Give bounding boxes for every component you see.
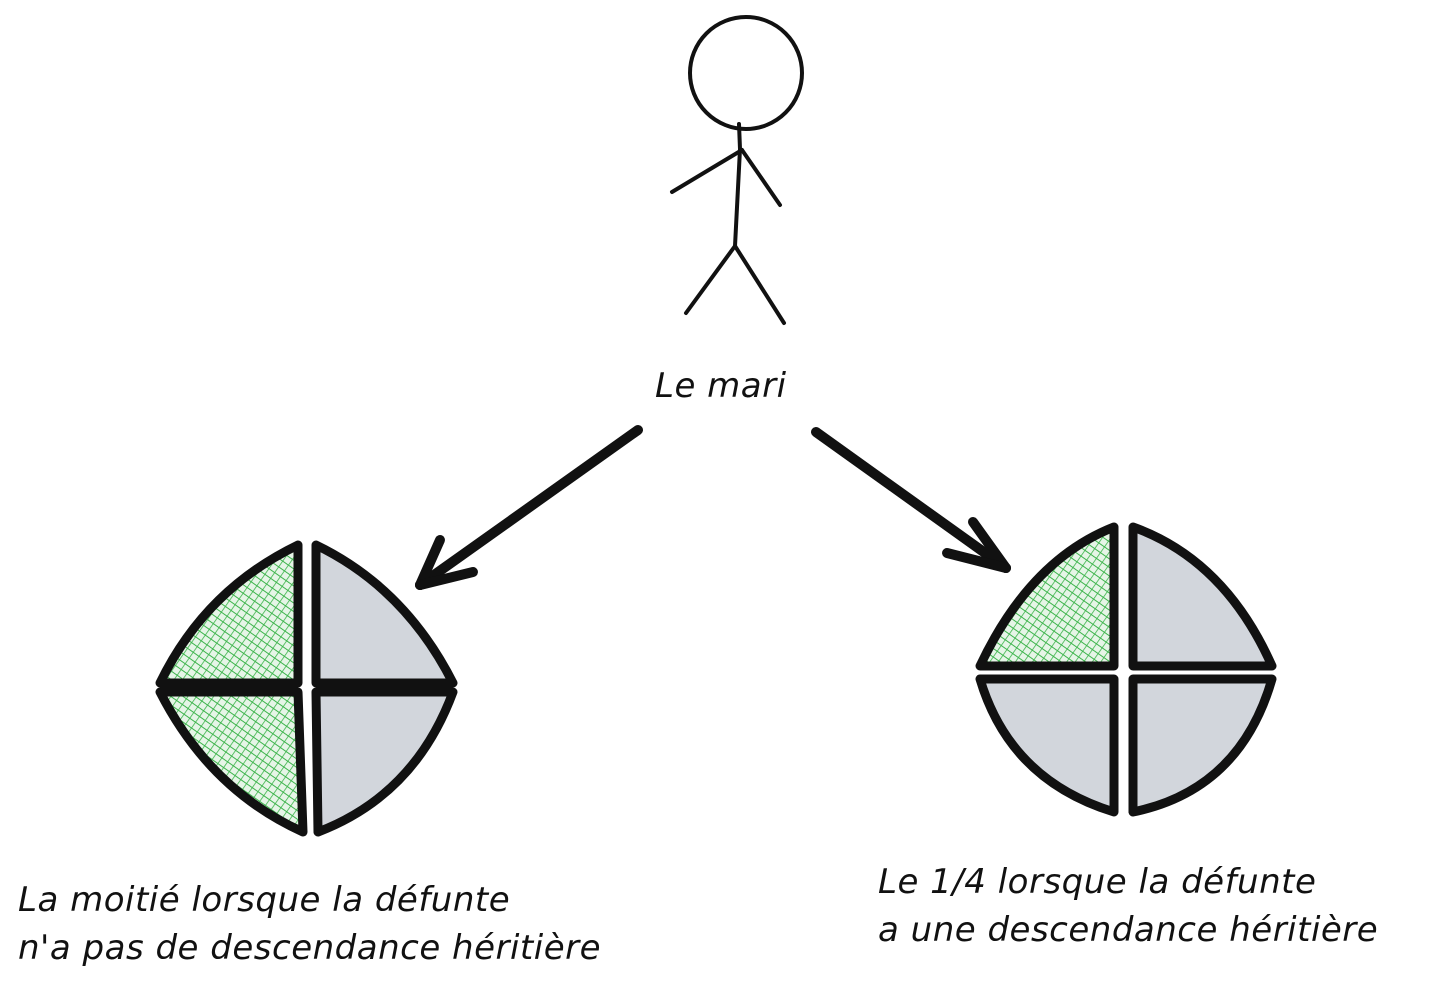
- stick-figure-icon: [670, 15, 804, 325]
- pie-left-quarter-bottom-left: [155, 687, 308, 837]
- arrow-left-icon: [415, 425, 643, 590]
- pie-right-quarter-top-left: [975, 522, 1119, 671]
- pie-right: [975, 522, 1277, 817]
- pie-left: [155, 540, 458, 837]
- left-caption-line-2: n'a pas de descendance héritière: [18, 928, 602, 968]
- pie-right-quarter-bottom-right: [1128, 674, 1277, 817]
- left-arm-line: [670, 148, 744, 194]
- pie-left-quarter-bottom-right: [311, 687, 458, 837]
- head-icon: [688, 15, 804, 131]
- pie-right-quarter-top-right: [1128, 522, 1277, 671]
- pie-left-quarter-top-right: [311, 540, 458, 688]
- arrow-right-icon: [811, 427, 1011, 573]
- right-caption-line-2: a une descendance héritière: [878, 910, 1379, 950]
- right-caption-line-1: Le 1/4 lorsque la défunte: [878, 862, 1317, 902]
- body-line: [733, 122, 742, 248]
- pie-right-quarter-bottom-left: [975, 674, 1119, 817]
- pie-left-quarter-top-left: [155, 540, 303, 688]
- right-leg-line: [733, 244, 786, 325]
- right-arm-line: [740, 148, 782, 207]
- person-label: Le mari: [655, 366, 787, 406]
- left-leg-line: [684, 244, 737, 315]
- left-caption-line-1: La moitié lorsque la défunte: [18, 880, 511, 920]
